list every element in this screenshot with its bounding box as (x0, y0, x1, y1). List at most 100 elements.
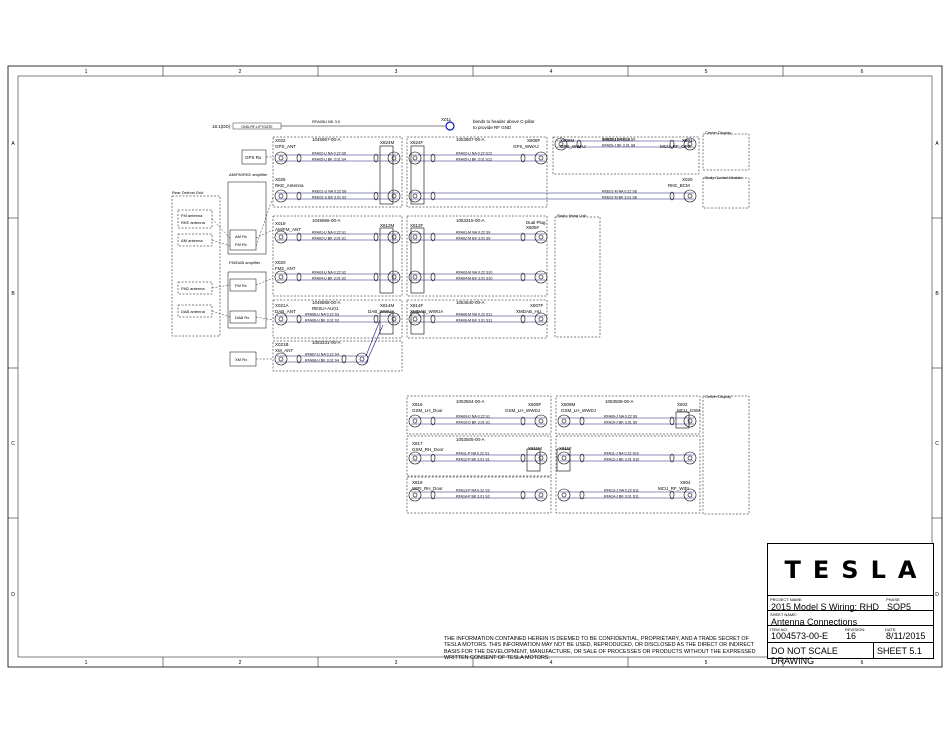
coax-pin-icon (538, 455, 544, 461)
fm-rx-label: FM Rx (235, 242, 247, 247)
connector-label: X814M (380, 303, 395, 308)
coax-connector-icon (274, 189, 288, 203)
wire-label: RFA11-P NA 0.22 S1 (456, 452, 489, 456)
tesla-logo: TESLA (768, 544, 933, 595)
coax-pin-icon (278, 155, 284, 161)
wire-label: RFA03-U NA 0.22 S2 (312, 271, 346, 275)
inline-connector (526, 448, 541, 472)
coax-pin-icon (278, 274, 284, 280)
harness-label: 1053504-00-A (456, 399, 485, 404)
inline-connector (410, 311, 425, 335)
coax-pin-icon (687, 492, 693, 498)
ferrule-icon (669, 490, 675, 500)
connector-label: X817 (412, 441, 423, 446)
connector-label: X814F (410, 303, 424, 308)
coax-connector-icon (683, 451, 697, 465)
coax-pin-icon (561, 455, 567, 461)
connector-label: X808F (527, 138, 541, 143)
wire-label: RFA07-U NA 0.22 S4 (305, 353, 339, 357)
connector-label: X812F (410, 223, 424, 228)
sheet-name-cell: SHEET NAME: Antenna Connections (768, 610, 933, 627)
connector-label: AM/FM_ANT (275, 227, 301, 232)
wire-label: RFA02-U NA 0.22 S6 (312, 152, 346, 156)
coax-pin-icon (278, 234, 284, 240)
coax-connector-icon (408, 312, 422, 326)
row-label: B (935, 291, 939, 297)
connector-label: X809M (561, 402, 576, 407)
ground-note: to provide RF GND (473, 125, 512, 130)
col-label: 1 (85, 69, 88, 75)
connector-label: GPS_WWAJ (560, 144, 586, 149)
frame-outer (7, 65, 943, 668)
coax-connector-icon (408, 451, 422, 465)
inline-connector (675, 411, 690, 429)
col-label: 4 (550, 69, 553, 75)
harness-label: 1053331-00-A (312, 340, 341, 345)
wire-label: RFA01-U NA 0.22 S1 (312, 231, 346, 235)
project-name: 2015 Model S Wiring: RHD (771, 602, 880, 612)
ground-id: X011 (441, 117, 452, 122)
inline-connector (410, 145, 425, 205)
ferrule-icon (520, 272, 526, 282)
coax-connector-icon (274, 151, 288, 165)
rx-links (211, 156, 274, 360)
frame-inner (17, 75, 933, 658)
coax-connector-icon (683, 189, 697, 203)
coax-pin-icon (687, 193, 693, 199)
coax-connector-icon (387, 270, 401, 284)
wire-label: RFA09-D NA 0.22 S1 (456, 415, 490, 419)
wire-label: RFA06-M BK 3.01 S11 (456, 319, 492, 323)
wire-label: RFA04-U BK 3.01 S2 (312, 277, 346, 281)
coax-connector-icon (408, 270, 422, 284)
ground-icon (445, 121, 455, 131)
connector-label: GSM_LH_Door (412, 408, 443, 413)
revision-label: REVISION: (845, 627, 866, 632)
coax-pin-icon (538, 155, 544, 161)
coax-connector-icon (534, 312, 548, 326)
col-label: 6 (861, 660, 864, 666)
col-label: 2 (239, 660, 242, 666)
coax-connector-icon (534, 414, 548, 428)
connector-label: X020 (275, 260, 286, 265)
sheet-number: SHEET 5.1 (877, 646, 922, 656)
ferrule-icon (579, 453, 585, 463)
harness-label: 1046868-00-A (312, 300, 341, 305)
coax-pin-icon (558, 141, 564, 147)
fm2-antenna-label: FM2 antenna (181, 286, 205, 291)
coax-pin-icon (391, 316, 397, 322)
col-label: 6 (861, 69, 864, 75)
wire-label: RFA03-M NA 0.22 S10 (456, 271, 492, 275)
connector-label: X021A (275, 303, 289, 308)
wire-label: RFA02-J NA 0.22 S9 (602, 138, 635, 142)
coax-pin-icon (391, 193, 397, 199)
col-label: 3 (395, 69, 398, 75)
row-label: A (11, 141, 15, 147)
dab-antenna-label: DAB antenna (181, 309, 206, 314)
coax-connector-icon (274, 230, 288, 244)
wire-label: RFA09-J NA 0.22 S9 (604, 415, 637, 419)
ferrule-icon (373, 232, 379, 242)
rear-defrost-label: Rear Defrost Grid (172, 190, 203, 195)
project-cell: PROJECT NAME: 2015 Model S Wiring: RHD (768, 595, 884, 612)
coax-pin-icon (412, 316, 418, 322)
col-label: 5 (705, 660, 708, 666)
project-label: PROJECT NAME: (770, 597, 803, 602)
connector-label: XM_ANT (275, 348, 294, 353)
item-cell: ITEM NO: 1004573-00-E (768, 625, 843, 642)
row-label: C (11, 441, 15, 447)
connector-label: DAB_ANT (275, 309, 296, 314)
ferrule-icon (669, 191, 675, 201)
title-block: TESLA PROJECT NAME: 2015 Model S Wiring:… (767, 543, 934, 666)
coax-connector-icon (683, 488, 697, 502)
coax-pin-icon (391, 234, 397, 240)
connector-label: GPS_ANT (275, 144, 296, 149)
wire-label: RFA02-U NA 0.22 S12 (456, 152, 492, 156)
coax-pin-icon (278, 316, 284, 322)
row-label: A (935, 141, 939, 147)
ferrule-icon (430, 272, 436, 282)
ferrule-icon (520, 153, 526, 163)
ground-strap: 18.1(DD) GND-RF-LIFTGATE RFA05U BK 3.0 X… (212, 117, 535, 131)
harness-label: 1054640-00-A (456, 300, 485, 305)
coax-connector-icon (557, 451, 571, 465)
coax-connector-icon (387, 312, 401, 326)
